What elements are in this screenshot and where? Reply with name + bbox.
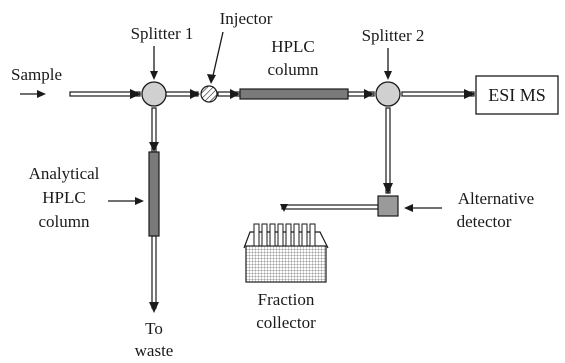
tube-splitter2-esims <box>401 91 475 97</box>
tube-splitter2-detector <box>385 107 391 194</box>
hplc-column-label-line1: HPLC <box>271 37 314 56</box>
analytical-label-line2: HPLC <box>42 188 85 207</box>
hplc-column-icon <box>239 88 349 100</box>
tube-column-arrowhead <box>230 89 240 99</box>
hplc-column-label-line2: column <box>268 60 319 79</box>
tube-analytical-arrowhead <box>149 142 159 152</box>
waste-label-line1: To <box>145 319 163 338</box>
fraction-label-line1: Fraction <box>258 290 315 309</box>
analytical-pointer-head <box>135 197 144 205</box>
splitter1-icon <box>141 81 167 107</box>
sample-pointer-head <box>37 90 46 98</box>
splitter2-label: Splitter 2 <box>362 26 425 45</box>
injector-pointer-head <box>207 74 216 84</box>
analytical-label-line1: Analytical <box>29 164 100 183</box>
fraction-drip-tip <box>280 204 288 212</box>
injector-icon <box>200 85 218 103</box>
tube-injector-arrowhead <box>190 89 200 99</box>
tube-splitter2-arrowhead <box>364 89 374 99</box>
esi-ms-box <box>475 75 559 115</box>
splitter1-label: Splitter 1 <box>131 24 194 43</box>
injector-label: Injector <box>220 9 273 28</box>
alternative-detector-icon <box>377 195 399 217</box>
injector-pointer <box>211 31 224 81</box>
fraction-collector-icon <box>243 223 329 283</box>
analytical-label-line3: column <box>39 212 90 231</box>
splitter1-pointer-head <box>150 71 158 80</box>
fraction-label-line2: collector <box>256 313 316 332</box>
waste-arrowhead <box>149 302 159 313</box>
alternative-label-line1: Alternative <box>458 189 534 208</box>
waste-label-line2: waste <box>135 341 174 360</box>
tube-esims-arrowhead <box>464 89 475 99</box>
tube-detector-arrowhead <box>383 183 393 194</box>
analytical-column-icon <box>148 151 160 237</box>
splitter2-icon <box>375 81 401 107</box>
esi-ms-label: ESI MS <box>488 85 546 105</box>
sample-tube <box>69 91 141 97</box>
splitter2-pointer-head <box>384 71 392 80</box>
alternative-label-line2: detector <box>457 212 512 231</box>
sample-label: Sample <box>11 65 62 84</box>
tube-to-waste <box>151 235 157 309</box>
detector-pointer-head <box>404 204 413 212</box>
sample-tube-arrowhead <box>130 89 141 99</box>
tube-detector-fraction <box>281 204 379 210</box>
